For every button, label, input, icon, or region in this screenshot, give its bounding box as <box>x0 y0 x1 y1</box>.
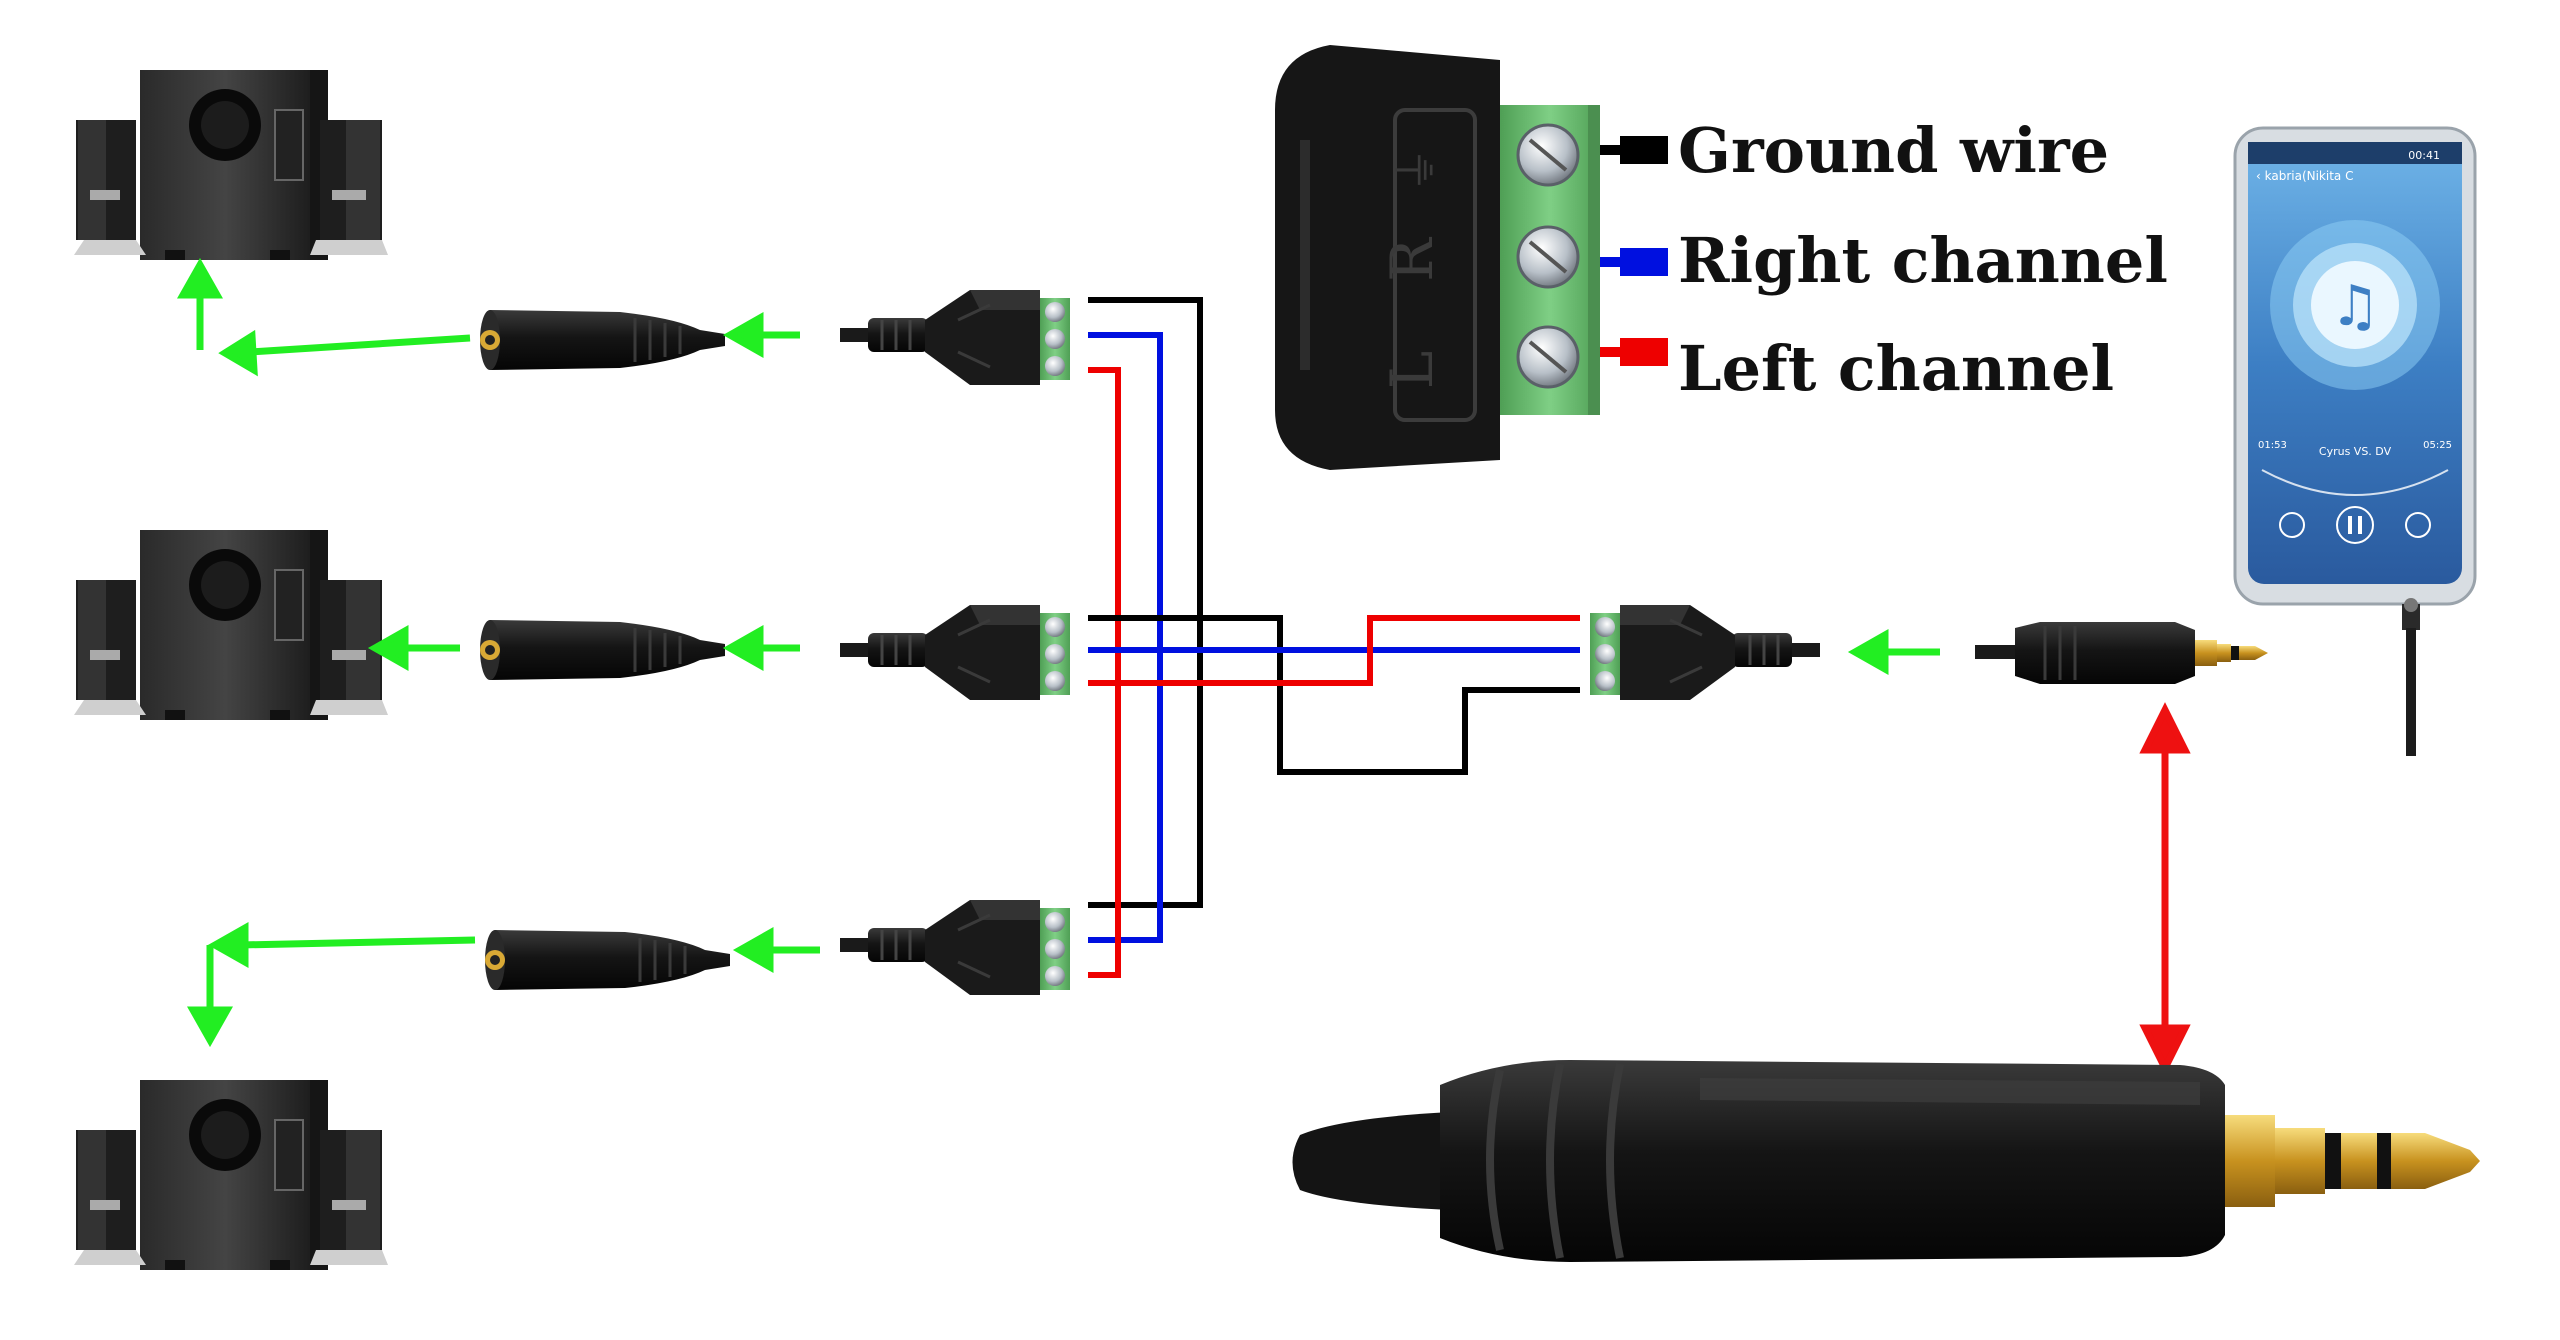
legend-ground: Ground wire <box>1678 114 2109 187</box>
legend-right: Right channel <box>1678 224 2168 297</box>
male-plug-large <box>1292 1060 2480 1262</box>
right-trunk <box>1088 332 1163 943</box>
wire-legend: Ground wire Right channel Left channel <box>1620 114 2168 405</box>
phone-song-header: ‹ kabria(Nikita C <box>2256 169 2353 183</box>
prev-track-icon <box>2279 512 2305 538</box>
female-jack-bottom <box>483 928 732 992</box>
wire-bundle <box>1088 297 1580 978</box>
phone-elapsed: 01:53 <box>2258 440 2287 451</box>
phone-status-time: 00:41 <box>2408 149 2440 162</box>
female-jack-top <box>478 308 727 372</box>
terminal-connector-top <box>840 288 1072 387</box>
phone-duration: 05:25 <box>2423 440 2452 451</box>
music-note-icon: ♫ <box>2330 274 2380 339</box>
ground-symbol-icon: ⏚ <box>1389 147 1443 193</box>
left-trunk <box>1088 367 1121 978</box>
signal-flow-arrows <box>176 257 1940 1048</box>
smartphone-icon: 00:41 ‹ kabria(Nikita C ♫ Cyrus VS. DV 0… <box>2233 126 2477 756</box>
ground-cross <box>1200 615 1580 775</box>
speaker-system-top <box>73 69 389 260</box>
left-cross <box>1118 615 1580 686</box>
terminal-detail: ⏚ R L <box>1275 45 1665 470</box>
ground-trunk <box>1088 297 1203 908</box>
next-track-icon <box>2405 512 2431 538</box>
phone-song-title: Cyrus VS. DV <box>2319 445 2392 458</box>
terminal-connector-middle <box>840 603 1072 702</box>
speaker-system-middle <box>73 529 389 720</box>
terminal-letter-left: L <box>1378 351 1446 390</box>
legend-left: Left channel <box>1678 332 2114 405</box>
terminal-connector-bottom <box>840 898 1072 997</box>
terminal-connector-source <box>1590 605 1820 700</box>
right-swatch <box>1620 248 1668 276</box>
speaker-system-bottom <box>73 1079 389 1270</box>
terminal-letter-right: R <box>1378 236 1446 282</box>
connect-arrow <box>2139 702 2191 1076</box>
male-plug-small <box>1975 622 2268 684</box>
left-swatch <box>1620 338 1668 366</box>
ground-swatch <box>1620 136 1668 164</box>
female-jack-middle <box>478 618 727 682</box>
pause-icon <box>2336 506 2374 544</box>
